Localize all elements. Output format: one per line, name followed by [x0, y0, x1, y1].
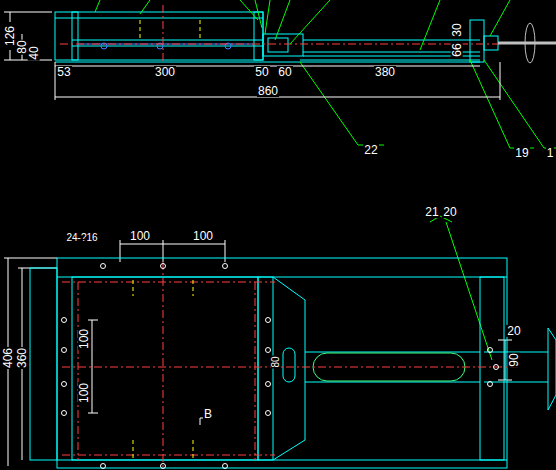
bolt-hole	[161, 264, 166, 269]
dimension: 90	[508, 352, 520, 367]
callout-number: 21	[424, 206, 439, 218]
dimension: 860	[257, 85, 279, 97]
bolt-hole	[488, 348, 493, 353]
dimension: 80	[271, 355, 281, 368]
callout-number: 22	[363, 144, 378, 156]
bolt-hole	[266, 382, 271, 387]
dimension: 100	[129, 230, 151, 242]
dimension: 360	[16, 347, 28, 369]
bolt-hole	[266, 318, 271, 323]
bolt-hole	[223, 464, 228, 469]
bolt-hole	[62, 348, 67, 353]
dimension: 380	[374, 66, 396, 78]
dimension: 66	[451, 42, 463, 57]
dimension: 100	[78, 328, 90, 350]
dimension: 40	[28, 45, 40, 60]
bolt-hole	[62, 411, 67, 416]
bolt-hole	[488, 382, 493, 387]
callout-number: 19	[514, 147, 529, 159]
dimension: 300	[154, 66, 176, 78]
dimension: 80	[16, 39, 28, 54]
bolt-hole	[494, 365, 499, 370]
bolt-hole	[266, 348, 271, 353]
dimension: 20	[506, 325, 521, 337]
bolt-hole	[161, 464, 166, 469]
bolt-hole	[62, 382, 67, 387]
hole-note: 24-?16	[65, 233, 98, 243]
bolt-hole	[101, 464, 106, 469]
dimension: 60	[277, 66, 292, 78]
dimension: 53	[56, 66, 71, 78]
bolt-hole	[62, 318, 67, 323]
callout-number: 20	[442, 206, 457, 218]
dimension: 126	[4, 25, 16, 47]
dimension: 406	[2, 347, 14, 369]
dimension: 50	[254, 66, 269, 78]
bolt-hole	[223, 264, 228, 269]
dimension: 100	[78, 382, 90, 404]
dimension: 30	[451, 22, 463, 37]
callout-number: 1	[546, 147, 555, 159]
section-mark: B	[203, 408, 213, 420]
dimension: 100	[192, 230, 214, 242]
bolt-hole	[266, 411, 271, 416]
bolt-hole	[101, 264, 106, 269]
